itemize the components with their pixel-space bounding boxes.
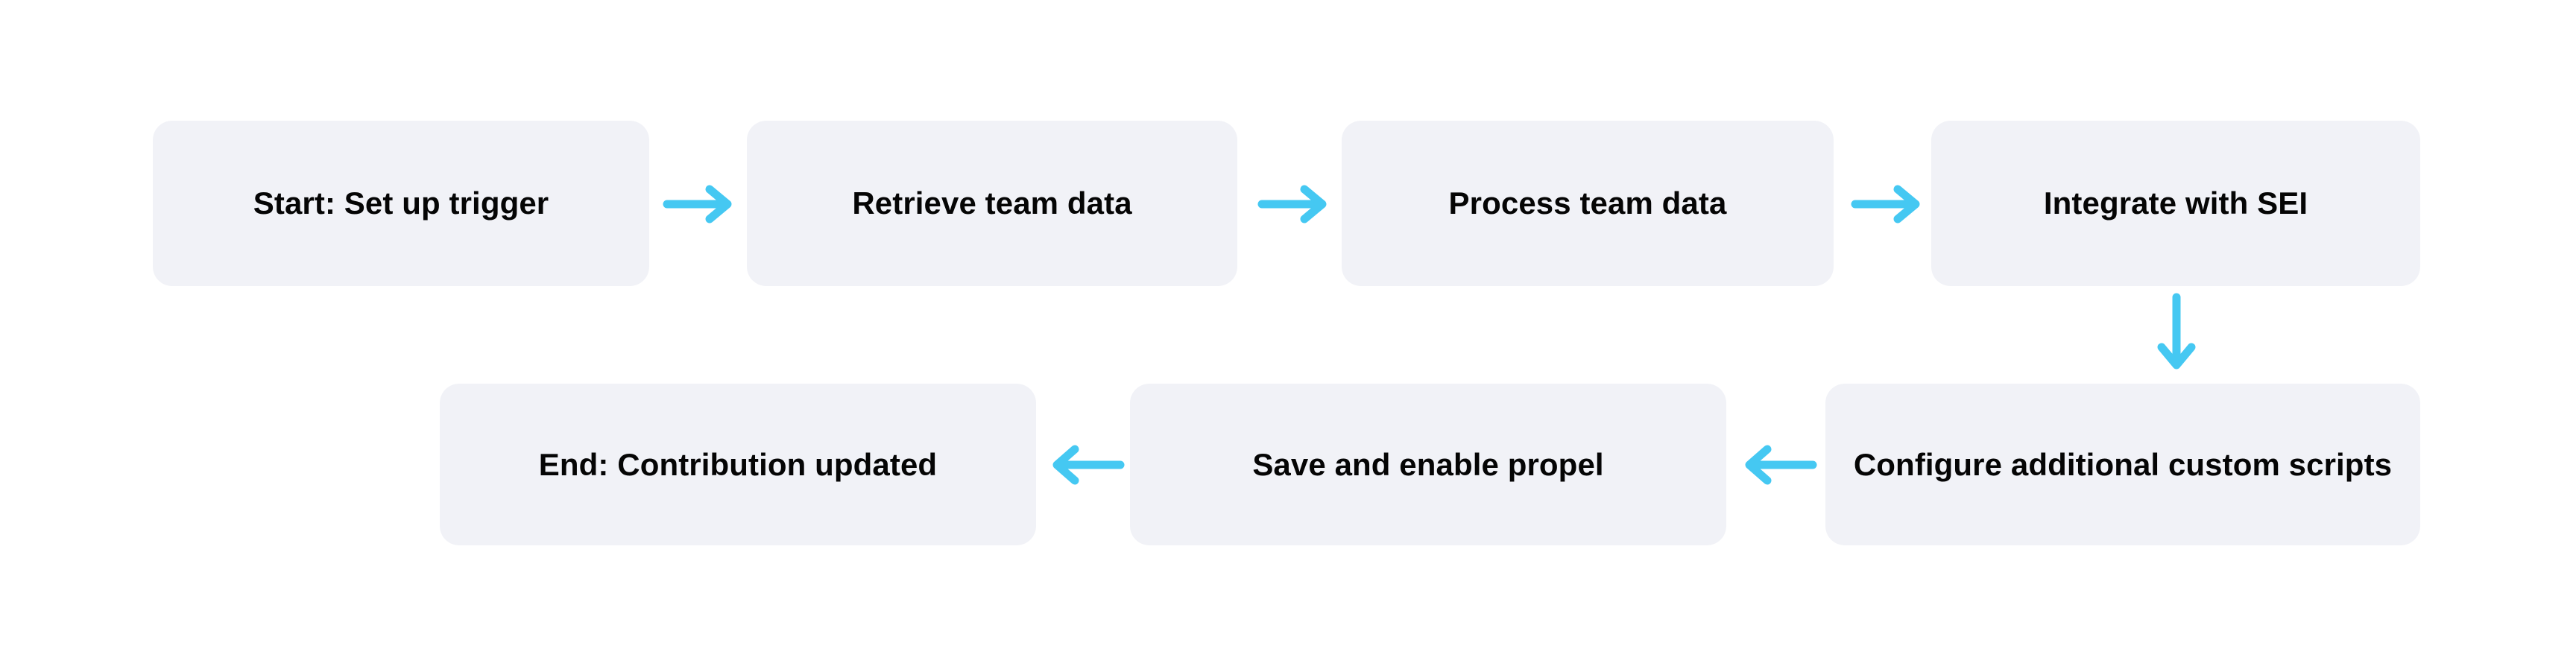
flow-node-save-and-enable-propel[interactable]: Save and enable propel xyxy=(1130,384,1726,545)
flow-node-label: Retrieve team data xyxy=(852,186,1132,221)
flow-arrow-right-retrieve-to-process xyxy=(1257,185,1333,223)
flow-node-retrieve-team-data[interactable]: Retrieve team data xyxy=(747,121,1237,286)
flow-node-configure-additional-custom-scripts[interactable]: Configure additional custom scripts xyxy=(1825,384,2420,545)
flow-node-label: End: Contribution updated xyxy=(538,446,938,482)
flow-arrow-down-integrate-to-configure xyxy=(2156,293,2197,375)
flow-node-label: Save and enable propel xyxy=(1252,446,1604,482)
flow-node-process-team-data[interactable]: Process team data xyxy=(1342,121,1834,286)
flow-node-label: Process team data xyxy=(1448,186,1727,221)
flow-node-label: Configure additional custom scripts xyxy=(1853,446,2393,482)
flow-arrow-right-process-to-integrate xyxy=(1851,185,1926,223)
flow-node-label: Integrate with SEI xyxy=(2043,186,2308,221)
flow-node-end-contribution-updated[interactable]: End: Contribution updated xyxy=(440,384,1036,545)
flow-node-integrate-with-sei[interactable]: Integrate with SEI xyxy=(1931,121,2420,286)
flow-arrow-left-save-to-end xyxy=(1044,445,1125,485)
flow-node-label: Start: Set up trigger xyxy=(253,186,549,221)
flow-node-start-set-up-trigger[interactable]: Start: Set up trigger xyxy=(153,121,649,286)
flow-arrow-left-configure-to-save xyxy=(1736,445,1817,485)
flow-arrow-right-start-to-retrieve xyxy=(663,185,738,223)
